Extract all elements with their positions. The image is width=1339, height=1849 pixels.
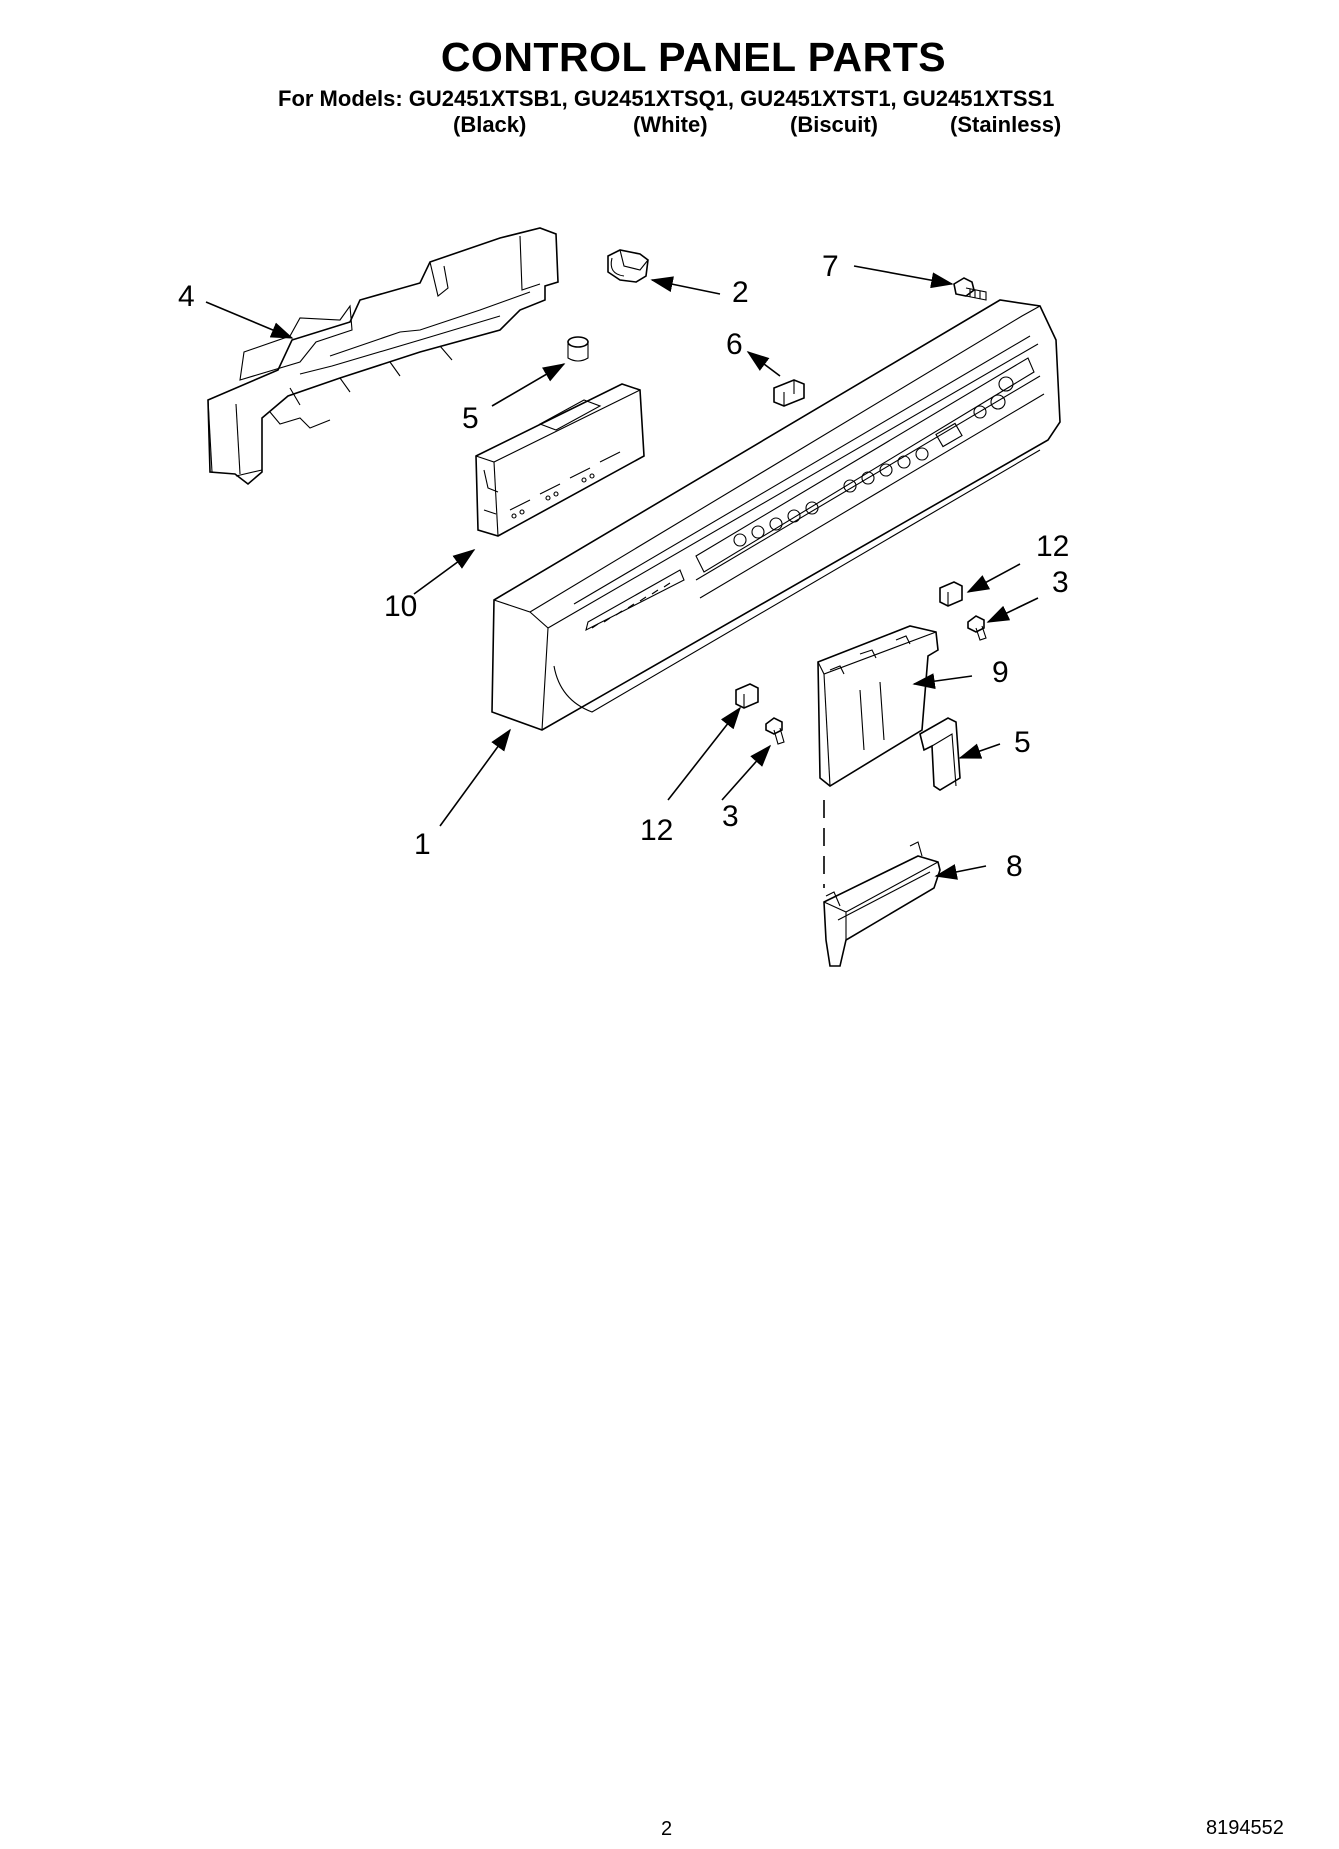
callout-3-upper: 3 — [1052, 566, 1069, 599]
variant-white: (White) — [633, 112, 708, 137]
part-3-screw-lower — [765, 717, 785, 745]
callout-labels: 4 2 7 6 5 10 12 3 9 5 12 3 1 8 — [178, 250, 1069, 883]
part-1-console — [491, 299, 1061, 731]
callout-6: 5 — [462, 402, 479, 435]
callout-12-upper: 12 — [1036, 530, 1069, 563]
part-8-screw — [953, 277, 987, 301]
callout-1: 1 — [414, 828, 431, 861]
document-number: 8194552 — [1206, 1817, 1284, 1839]
callout-8: 7 — [822, 250, 839, 283]
callout-10: 9 — [992, 656, 1009, 689]
part-11-control-board — [475, 383, 645, 537]
callout-2: 2 — [732, 276, 749, 309]
callout-11: 10 — [384, 590, 417, 623]
callout-4: 4 — [178, 280, 195, 313]
part-4-bracket — [207, 227, 559, 486]
part-9-handle — [823, 841, 941, 967]
part-12-connector-upper — [939, 581, 963, 607]
callout-7: 6 — [726, 328, 743, 361]
part-3-screw-upper — [967, 615, 987, 641]
page-number: 2 — [661, 1818, 673, 1840]
variant-black: (Black) — [453, 112, 527, 137]
callout-12-lower: 12 — [640, 814, 673, 847]
part-2-clip — [607, 249, 649, 283]
part-7-clip — [773, 379, 805, 407]
part-12-connector-lower — [735, 683, 759, 709]
part-10-bracket — [817, 625, 939, 787]
callout-9: 8 — [1006, 850, 1023, 883]
callout-3-lower: 3 — [722, 800, 739, 833]
part-6-cap — [567, 336, 589, 362]
variant-biscuit: (Biscuit) — [790, 112, 878, 137]
models-line: For Models: GU2451XTSB1, GU2451XTSQ1, GU… — [278, 86, 1055, 111]
part-5-clip — [919, 717, 961, 791]
callout-5: 5 — [1014, 726, 1031, 759]
console-buttons — [733, 376, 1014, 547]
variant-stainless: (Stainless) — [950, 112, 1062, 137]
page-title: CONTROL PANEL PARTS — [440, 34, 947, 80]
leader-lines — [205, 265, 1039, 880]
